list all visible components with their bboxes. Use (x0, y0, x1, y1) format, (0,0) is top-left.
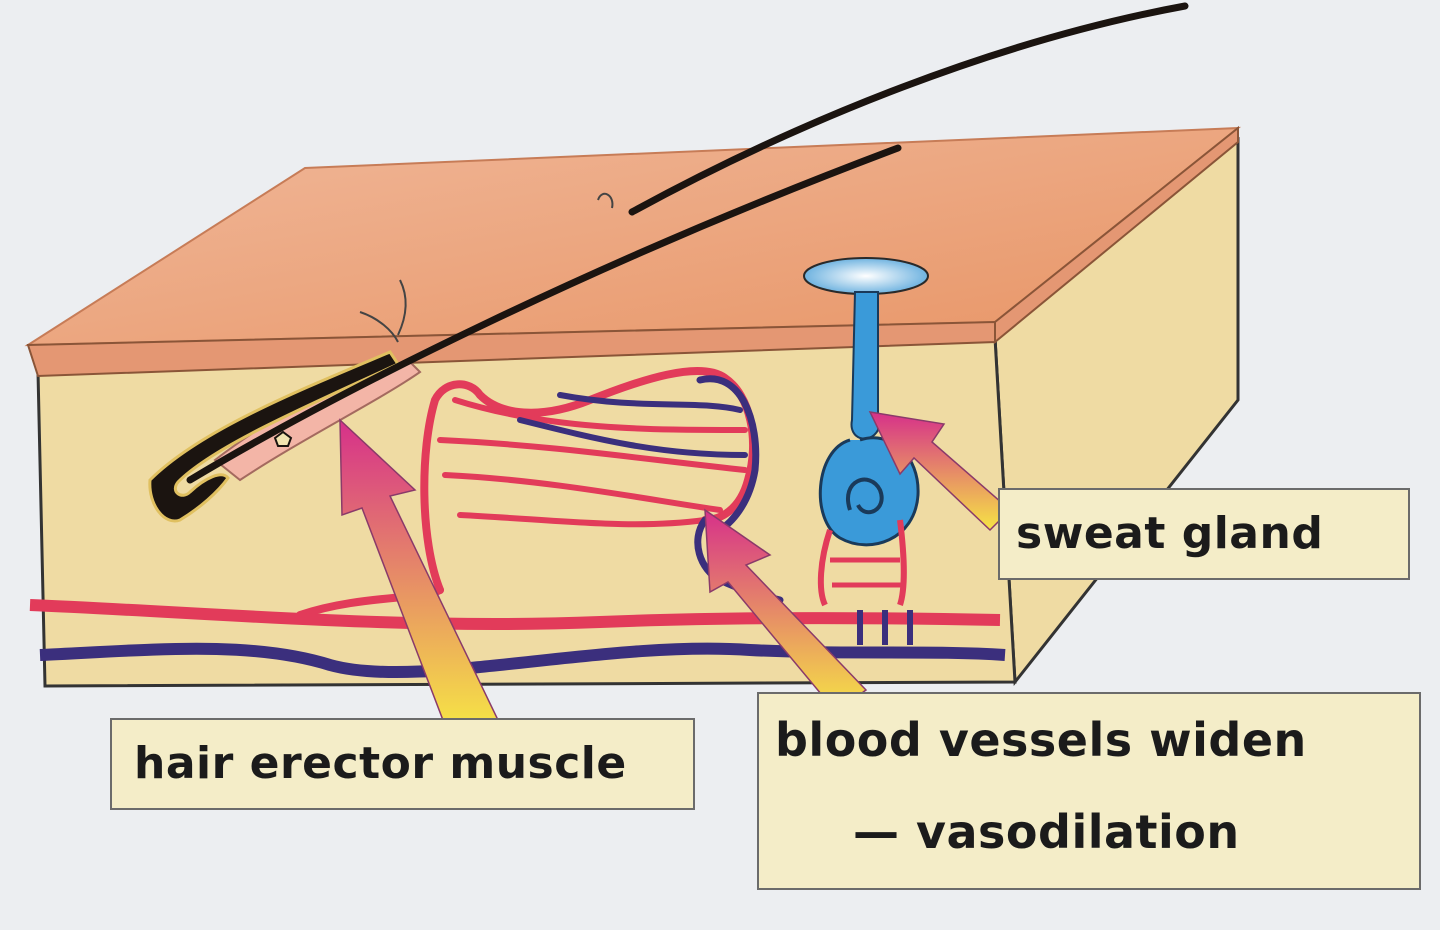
sweat-gland (803, 257, 929, 645)
capillary-network (296, 367, 784, 619)
hair-shaft-long (186, 144, 902, 484)
hair-shaft-upper (628, 2, 1189, 216)
label-sweat-gland: sweat gland (998, 488, 1410, 580)
label-hair-erector-muscle-text: hair erector muscle (134, 738, 627, 789)
epidermis-side-strip (994, 125, 1239, 345)
sweat-pore (803, 257, 929, 295)
label-hair-erector-muscle: hair erector muscle (110, 718, 695, 810)
vein-main (39, 642, 1006, 679)
label-blood-vessels-line2: — vasodilation (853, 805, 1240, 859)
label-blood-vessels: blood vessels widen — vasodilation (757, 692, 1421, 890)
hair-follicle (148, 350, 401, 523)
label-blood-vessels-line1: blood vessels widen (775, 713, 1307, 767)
label-sweat-gland-text: sweat gland (1016, 508, 1324, 559)
